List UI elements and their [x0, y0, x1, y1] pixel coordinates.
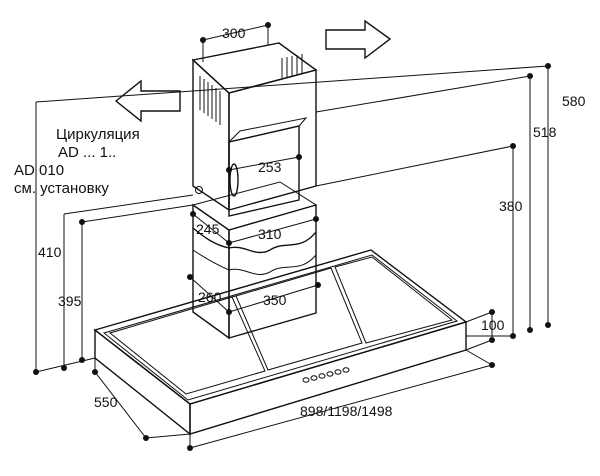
dim-lower-width-350: 350: [263, 292, 287, 308]
circulation-note-line2: AD ... 1..: [58, 144, 116, 161]
control-buttons: [302, 367, 350, 383]
dim-chimney-width-310: 310: [258, 226, 282, 242]
dim-height-380: 380: [499, 198, 523, 214]
circulation-note-line4: см. установку: [14, 180, 109, 197]
dim-height-395: 395: [58, 293, 82, 309]
dim-height-410: 410: [38, 244, 62, 260]
dim-inner-253: 253: [258, 159, 282, 175]
dim-lower-depth-260: 260: [198, 289, 222, 305]
control-button[interactable]: [302, 377, 310, 383]
dimension-lines: [33, 22, 551, 451]
dim-chimney-depth-245: 245: [196, 221, 220, 237]
upper-chimney: [191, 42, 318, 217]
dim-height-580: 580: [562, 93, 586, 109]
circulation-note-line1: Циркуляция: [56, 126, 140, 143]
hood-canopy: [93, 249, 468, 436]
left-exhaust-arrow: [114, 79, 181, 123]
dim-canopy-width: 898/1198/1498: [300, 403, 393, 419]
control-button[interactable]: [334, 369, 342, 375]
dim-canopy-height-100: 100: [481, 317, 505, 333]
dim-height-518: 518: [533, 124, 557, 140]
dim-canopy-depth-550: 550: [94, 394, 118, 410]
control-button[interactable]: [326, 371, 334, 377]
lower-chimney: [191, 181, 318, 340]
right-exhaust-arrow: [325, 19, 392, 60]
dim-chimney-top-width: 300: [222, 25, 246, 41]
control-button[interactable]: [310, 375, 318, 381]
circulation-note-line3: AD 010: [14, 162, 64, 179]
control-button[interactable]: [342, 367, 350, 373]
vent-grille-top: [281, 54, 303, 78]
vent-grille-left: [199, 76, 221, 125]
control-button[interactable]: [318, 373, 326, 379]
